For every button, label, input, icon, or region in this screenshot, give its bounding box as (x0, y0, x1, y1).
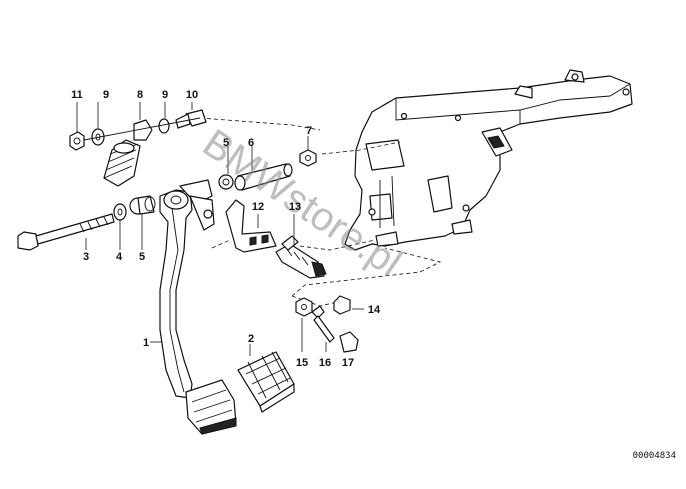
part-label-11: 11 (71, 89, 83, 101)
part-label-4: 4 (116, 251, 123, 263)
bushing-left (129, 195, 156, 215)
nut-15 (295, 297, 313, 317)
part-label-2: 2 (248, 333, 254, 345)
reference-code: 00004834 (633, 451, 676, 461)
pivot-bolt (17, 213, 115, 251)
part-label-15: 15 (296, 357, 308, 369)
return-spring (103, 139, 141, 187)
leader-lines (76, 102, 364, 356)
part-label-9a: 9 (103, 89, 109, 101)
part-label-7: 7 (306, 125, 312, 137)
part-label-8: 8 (137, 89, 143, 101)
pedal-pad-cover (237, 351, 295, 413)
part-label-9b: 9 (162, 89, 168, 101)
part-labels: 11 9 8 9 10 5 6 7 3 4 5 12 13 1 2 14 15 … (71, 89, 381, 369)
fastener-stack (69, 109, 207, 151)
sleeve (234, 163, 293, 191)
screw-16 (311, 305, 335, 343)
cap-17 (339, 331, 359, 353)
part-label-12: 12 (252, 201, 264, 213)
part-label-14: 14 (368, 304, 381, 316)
nut (299, 149, 317, 167)
part-label-13: 13 (289, 201, 301, 213)
part-label-10: 10 (186, 89, 198, 101)
clutch-switch (275, 235, 327, 279)
part-label-5-upper: 5 (223, 137, 229, 149)
part-label-1: 1 (143, 337, 149, 349)
pedal-bracket (344, 69, 633, 251)
washer (113, 203, 127, 221)
plug-14 (333, 295, 351, 315)
part-label-17: 17 (342, 357, 354, 369)
clutch-pedal (159, 179, 237, 435)
part-label-5-lower: 5 (139, 251, 145, 263)
part-label-16: 16 (319, 357, 331, 369)
switch-bracket (225, 199, 277, 253)
bushing-right (218, 174, 234, 190)
part-label-3: 3 (83, 251, 89, 263)
part-label-6: 6 (248, 137, 254, 149)
